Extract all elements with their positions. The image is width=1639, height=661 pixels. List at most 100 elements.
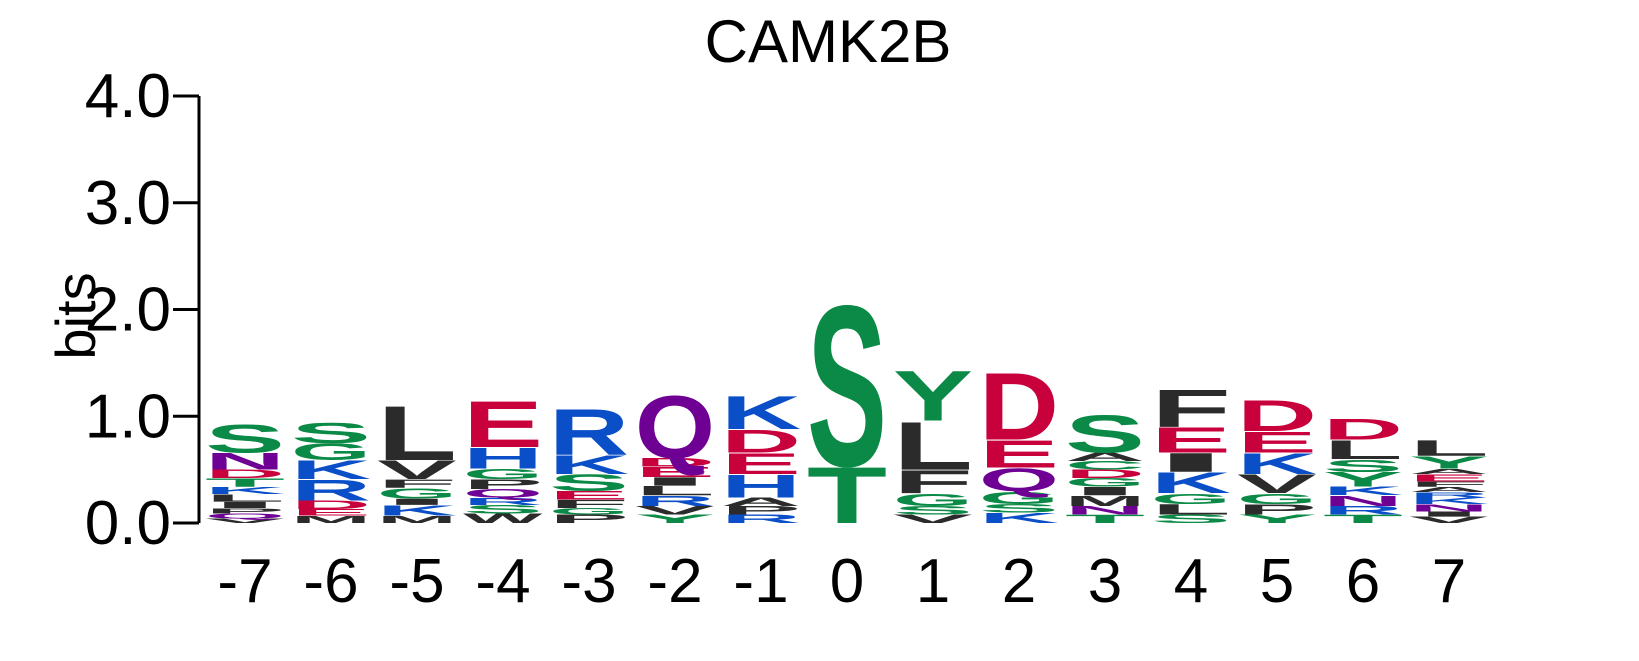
- logo-letter: E: [979, 432, 1059, 475]
- logo-letter: R: [549, 396, 629, 469]
- logo-letter: C: [1065, 459, 1145, 472]
- logo-letter: R: [1409, 491, 1489, 499]
- logo-letter: D: [635, 456, 715, 469]
- logo-letter: D: [291, 498, 371, 511]
- logo-letter: V: [635, 504, 715, 517]
- logo-letter: V: [1237, 469, 1317, 499]
- logo-letter: K: [721, 387, 801, 440]
- logo-letter: D: [1065, 467, 1145, 480]
- y-axis-label: bits: [44, 272, 107, 359]
- logo-letter: P: [1237, 501, 1317, 518]
- logo-columns: VQPILKTDNSMEDRKGSMKIGFVLWSRQPGHEPGFESKRY…: [205, 257, 1489, 541]
- logo-letter: E: [1237, 426, 1317, 459]
- logo-letter: E: [1151, 420, 1231, 460]
- logo-letter: K: [1151, 467, 1231, 500]
- logo-letter: K: [979, 509, 1059, 526]
- y-axis: 0.01.02.03.04.0: [85, 62, 201, 558]
- logo-letter: M: [291, 514, 371, 526]
- logo-letter: H: [721, 468, 801, 505]
- logo-letter: F: [1409, 480, 1489, 488]
- logo-letter: A: [1065, 450, 1145, 463]
- logo-letter: G: [549, 506, 629, 516]
- logo-letter: P: [721, 504, 801, 517]
- x-tick-label: -7: [217, 547, 272, 616]
- logo-letter: V: [205, 518, 285, 525]
- logo-letter: R: [291, 474, 371, 507]
- logo-letter: V: [1409, 515, 1489, 525]
- logo-letter: P: [205, 507, 285, 515]
- logo-letter: Q: [463, 487, 543, 500]
- logo-letter: M: [1065, 492, 1145, 509]
- logo-letter: A: [1409, 467, 1489, 475]
- x-tick-label: -3: [561, 547, 616, 616]
- logo-letter: S: [1323, 456, 1403, 476]
- logo-column: TS: [807, 257, 887, 541]
- logo-letter: S: [1065, 404, 1145, 464]
- logo-letter: E: [721, 447, 801, 480]
- logo-letter: N: [1065, 504, 1145, 517]
- logo-letter: T: [205, 476, 285, 489]
- logo-letter: L: [377, 390, 457, 476]
- logo-letter: G: [291, 438, 371, 465]
- logo-letter: S: [205, 416, 285, 461]
- x-tick-label: 3: [1088, 547, 1122, 616]
- logo-letter: Y: [1409, 452, 1489, 472]
- x-tick-label: 2: [1002, 547, 1036, 616]
- x-tick-label: 4: [1174, 547, 1208, 616]
- logo-letter: H: [463, 442, 543, 475]
- logo-letter: L: [205, 492, 285, 504]
- logo-letter: A: [1409, 485, 1489, 493]
- logo-letter: D: [721, 423, 801, 460]
- logo-letter: N: [1409, 502, 1489, 514]
- logo-letter: S: [893, 504, 973, 517]
- logo-letter: I: [1151, 448, 1231, 478]
- logo-letter: Q: [205, 512, 285, 520]
- x-tick-label: 0: [830, 547, 864, 616]
- logo-letter: I: [377, 497, 457, 507]
- logo-letter: M: [377, 514, 457, 526]
- logo-letter: Y: [893, 356, 973, 436]
- logo-letter: S: [463, 503, 543, 516]
- logo-letter: N: [1323, 492, 1403, 509]
- logo-letter: G: [463, 466, 543, 483]
- logo-letter: G: [1065, 476, 1145, 489]
- logo-letter: G: [979, 488, 1059, 508]
- logo-letter: K: [549, 450, 629, 480]
- logo-letter: Y: [1237, 512, 1317, 525]
- logo-letter: S: [1151, 512, 1231, 525]
- logo-letter: G: [893, 490, 973, 510]
- logo-letter: K: [1409, 496, 1489, 506]
- logo-letter: G: [1151, 490, 1231, 507]
- logo-letter: D: [979, 353, 1059, 460]
- logo-letter: Y: [1323, 468, 1403, 491]
- x-tick-label: 1: [916, 547, 950, 616]
- logo-letter: K: [291, 455, 371, 485]
- logo-letter: L: [1151, 501, 1231, 518]
- logo-letter: E: [463, 388, 543, 461]
- logo-letter: L: [1323, 435, 1403, 465]
- logo-letter: S: [291, 418, 371, 450]
- logo-letter: K: [1237, 447, 1317, 480]
- chart-title: CAMK2B: [705, 8, 952, 75]
- x-tick-label: 5: [1260, 547, 1294, 616]
- logo-letter: K: [205, 485, 285, 497]
- logo-letter: R: [721, 512, 801, 525]
- logo-letter: S: [549, 470, 629, 496]
- logo-letter: V: [377, 455, 457, 485]
- logo-letter: I: [1065, 485, 1145, 498]
- x-tick-label: -6: [303, 547, 358, 616]
- logo-letter: L: [635, 483, 715, 498]
- logo-letter: D: [1323, 413, 1403, 446]
- logo-letter: Q: [635, 378, 715, 477]
- y-tick-label: 1.0: [85, 382, 171, 451]
- x-tick-label: -4: [475, 547, 530, 616]
- logo-letter: S: [807, 257, 887, 514]
